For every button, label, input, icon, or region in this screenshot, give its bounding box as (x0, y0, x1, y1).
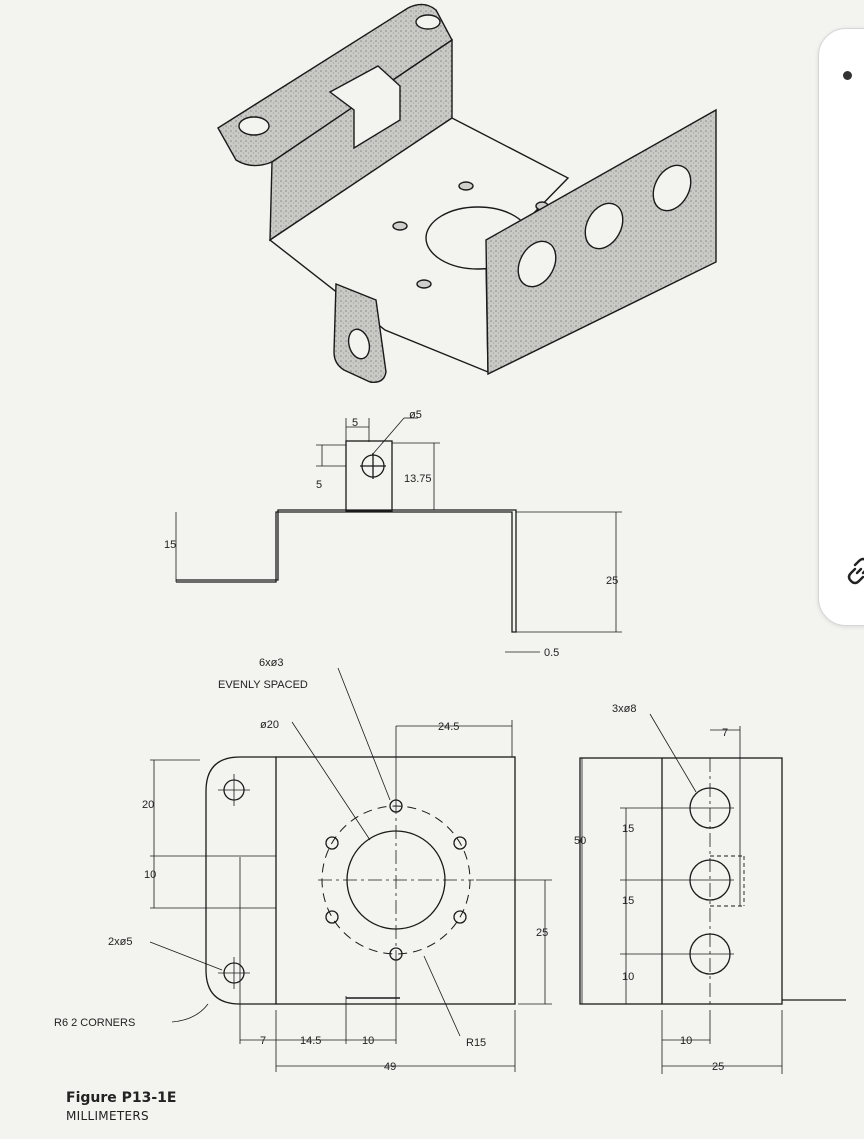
iso-flange-hole-left (238, 116, 270, 136)
dim-side-spacing-2: 15 (622, 895, 634, 907)
iso-side-hole-3 (652, 164, 692, 212)
dim-tab-hole: ø5 (409, 409, 422, 421)
dim-thickness: 0.5 (544, 647, 559, 659)
dim-small-holes-note: EVENLY SPACED (218, 679, 308, 691)
dim-right-height: 25 (606, 575, 618, 587)
dim-bottom-7: 7 (260, 1035, 266, 1047)
iso-side-hole-2 (584, 202, 624, 250)
bullet-icon (843, 71, 852, 80)
dim-side-hole-offset: 10 (680, 1035, 692, 1047)
side-panel (818, 28, 864, 626)
dim-mount-holes: 2xø5 (108, 936, 132, 948)
figure-caption-title: Figure P13-1E (66, 1090, 177, 1106)
dim-left-flange: 15 (164, 539, 176, 551)
dim-center-height: 25 (536, 927, 548, 939)
dim-corner-note: R6 2 CORNERS (54, 1017, 135, 1029)
dim-side-top-offset: 7 (722, 727, 728, 739)
dim-flange-lower: 10 (144, 869, 156, 881)
dim-flange-upper: 20 (142, 799, 154, 811)
dim-side-holes: 3xø8 (612, 703, 636, 715)
dim-side-bottom-offset: 10 (622, 971, 634, 983)
dim-bolt-circle: R15 (466, 1037, 486, 1049)
iso-notch (328, 65, 401, 150)
dim-small-holes: 6xø3 (259, 657, 283, 669)
top-view (149, 667, 552, 1072)
top-flange (205, 756, 276, 1005)
dim-side-overall-height: 50 (574, 835, 586, 847)
figure-caption-units: MILLIMETERS (66, 1109, 149, 1123)
dim-tab-width: 5 (352, 417, 358, 429)
dim-center-offset: 24.5 (438, 721, 459, 733)
dim-bottom-14-5: 14.5 (300, 1035, 321, 1047)
side-view (579, 713, 846, 1074)
dim-side-overall-depth: 25 (712, 1061, 724, 1073)
isometric-view (217, 3, 717, 383)
dim-side-spacing-1: 15 (622, 823, 634, 835)
link-icon[interactable] (845, 557, 864, 590)
front-outline (176, 509, 517, 633)
front-view (175, 417, 622, 653)
dim-tab-height: 13.75 (404, 473, 432, 485)
dim-large-hole: ø20 (260, 719, 279, 731)
iso-flange-hole-right (415, 14, 441, 30)
iso-tab-hole (347, 328, 371, 360)
top-base (275, 756, 516, 1005)
dim-bottom-10: 10 (362, 1035, 374, 1047)
dim-overall-width: 49 (384, 1061, 396, 1073)
dim-tab-hole-offset: 5 (316, 479, 322, 491)
side-outline (579, 757, 783, 1005)
iso-side-hole-1 (517, 240, 557, 288)
